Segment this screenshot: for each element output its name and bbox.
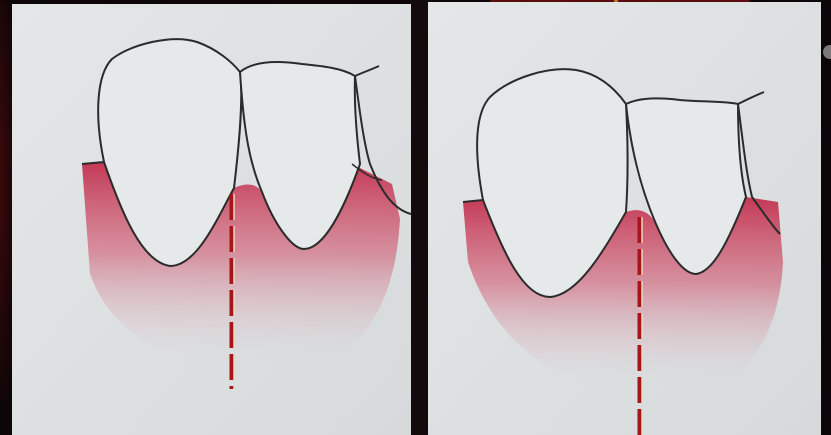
panel-gap <box>410 0 430 435</box>
panel-left-diagram <box>12 4 411 435</box>
dashed-reference-line <box>640 217 642 435</box>
panel-right-diagram <box>428 2 821 435</box>
